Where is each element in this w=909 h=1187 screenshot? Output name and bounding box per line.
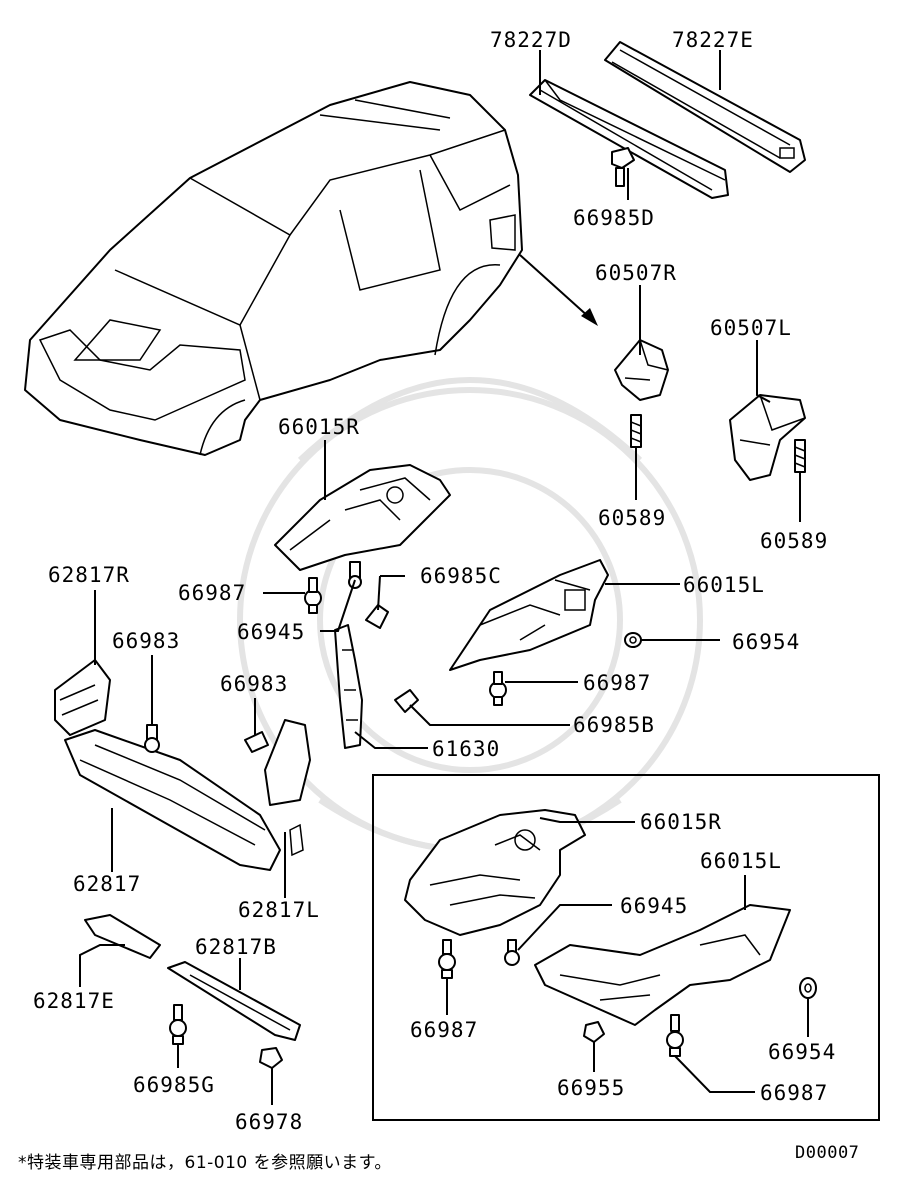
- roof-rail-78227E: [604, 41, 806, 173]
- car-body-outline: [24, 81, 523, 456]
- label-60589-right: 60589: [760, 529, 828, 553]
- label-60507R: 60507R: [595, 261, 677, 285]
- nut-66954-inset: [799, 977, 817, 999]
- label-66985B: 66985B: [573, 713, 655, 737]
- label-60507L: 60507L: [710, 316, 792, 340]
- label-66015L-upper: 66015L: [683, 573, 765, 597]
- label-62817B: 62817B: [195, 935, 277, 959]
- clip-66987-a: [304, 577, 322, 614]
- label-66987-a: 66987: [178, 581, 246, 605]
- label-66015R-upper: 66015R: [278, 415, 360, 439]
- nut-66978: [259, 1047, 283, 1069]
- label-62817E: 62817E: [33, 989, 115, 1013]
- watermark: [237, 377, 703, 853]
- bolt-60589-left: [630, 414, 642, 448]
- bolt-66985G: [169, 1004, 187, 1045]
- label-62817R: 62817R: [48, 563, 130, 587]
- roof-rail-78227D: [529, 79, 729, 199]
- bracket-62817L: [264, 719, 311, 857]
- splash-shield-66015L-inset: [534, 904, 791, 1026]
- label-66015R-inset: 66015R: [640, 810, 722, 834]
- label-66978: 66978: [235, 1110, 303, 1134]
- bolt-66985C: [365, 604, 389, 629]
- splash-shield-66015R-upper: [274, 464, 451, 571]
- clip-66945-b: [504, 939, 520, 966]
- label-61630: 61630: [432, 737, 500, 761]
- label-66955: 66955: [557, 1076, 625, 1100]
- clip-66983-a: [144, 724, 160, 753]
- bumper-62817: [64, 729, 281, 871]
- clip-66945-a: [348, 561, 362, 589]
- splash-shield-66015R-inset: [404, 809, 586, 936]
- label-66945-a: 66945: [237, 620, 305, 644]
- label-66987-d: 66987: [760, 1081, 828, 1105]
- label-78227E: 78227E: [672, 28, 754, 52]
- label-66985C: 66985C: [420, 564, 502, 588]
- splash-shield-66015L-upper: [449, 559, 609, 671]
- label-62817: 62817: [73, 872, 141, 896]
- label-60589-left: 60589: [598, 506, 666, 530]
- nut-66955: [583, 1021, 605, 1043]
- label-66985G: 66985G: [133, 1073, 215, 1097]
- label-66987-c: 66987: [410, 1018, 478, 1042]
- label-66945-b: 66945: [620, 894, 688, 918]
- label-66983-a: 66983: [112, 629, 180, 653]
- clip-66987-b: [489, 671, 507, 706]
- part-labels: 78227D 78227E 66985D 60507R 60507L 60589…: [33, 28, 836, 1134]
- clip-66987-c: [438, 939, 456, 979]
- label-66985D: 66985D: [573, 206, 655, 230]
- clip-66983-b: [244, 731, 269, 753]
- bolt-66985B: [394, 689, 419, 713]
- label-66983-b: 66983: [220, 672, 288, 696]
- bracket-62817R: [54, 659, 111, 736]
- clip-66987-d: [666, 1014, 684, 1057]
- lid-62817E: [84, 914, 161, 959]
- label-78227D: 78227D: [490, 28, 572, 52]
- footnote: *特装車専用部品は，61-010 を参照願います。: [18, 1153, 392, 1173]
- bolt-60589-right: [794, 439, 806, 473]
- label-66015L-inset: 66015L: [700, 849, 782, 873]
- lid-62817B: [167, 961, 301, 1041]
- location-arrow: [519, 254, 591, 319]
- inset-frame: [372, 774, 880, 1121]
- label-66987-b: 66987: [583, 671, 651, 695]
- leader-lines: [79, 50, 809, 1105]
- bracket-60507R: [614, 339, 669, 401]
- nut-66954-upper: [624, 632, 642, 648]
- label-66954-b: 66954: [768, 1040, 836, 1064]
- label-66954-a: 66954: [732, 630, 800, 654]
- label-62817L: 62817L: [238, 898, 320, 922]
- stay-61630: [334, 624, 363, 749]
- location-arrowhead: [581, 308, 598, 326]
- diagram-code: D00007: [795, 1143, 859, 1163]
- bracket-60507L: [729, 394, 806, 481]
- bolt-66985D: [611, 147, 635, 187]
